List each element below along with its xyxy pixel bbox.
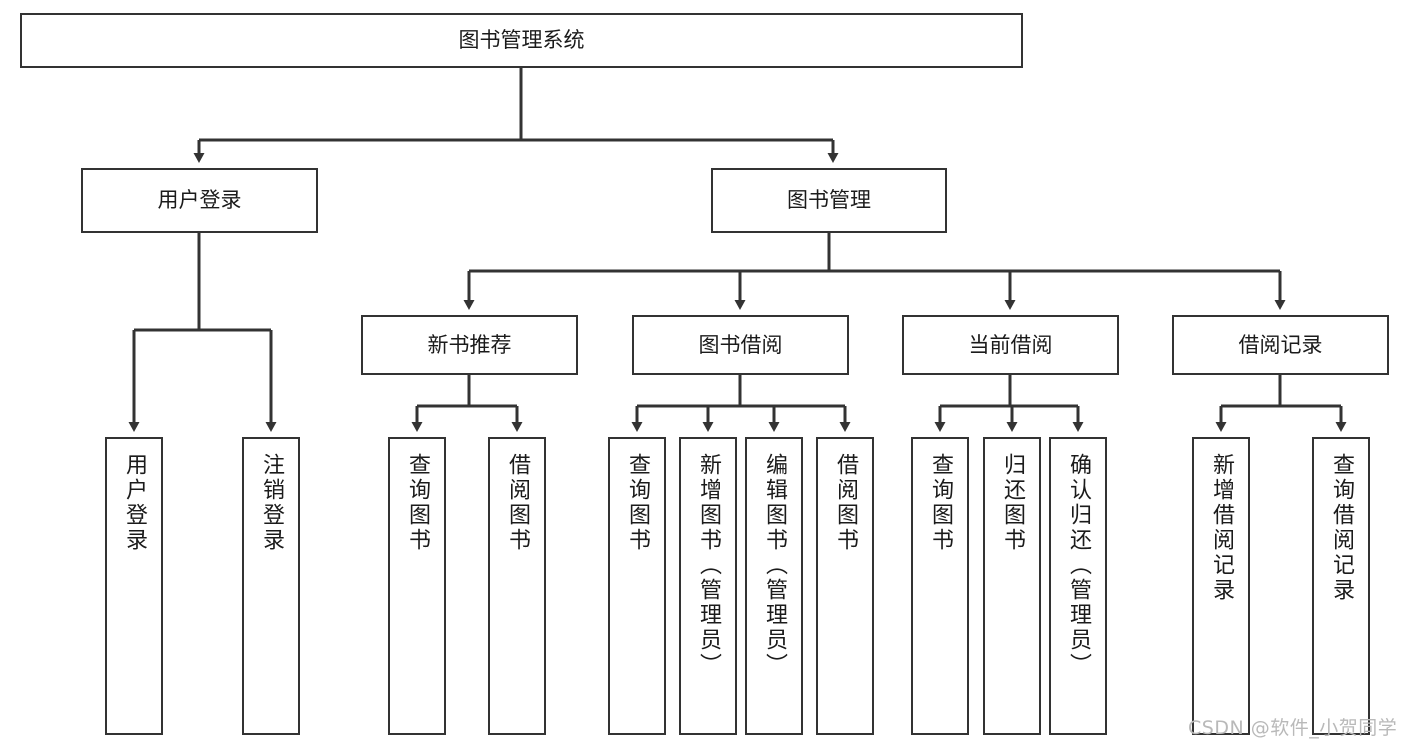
- node-leaf-user-login-label: 用户登录: [122, 453, 147, 553]
- node-leaf-user-login[interactable]: 用户登录: [105, 437, 163, 735]
- node-leaf-query-book-2[interactable]: 查询图书: [608, 437, 666, 735]
- node-leaf-logout-label: 注销登录: [259, 453, 284, 553]
- node-leaf-edit-book-label: 编辑图书（管理员）: [762, 453, 787, 678]
- node-leaf-borrow-book-2-label: 借阅图书: [833, 453, 858, 553]
- node-book-manage-label: 图书管理: [787, 188, 871, 213]
- node-user-login-label: 用户登录: [157, 188, 242, 213]
- node-leaf-borrow-book-2[interactable]: 借阅图书: [816, 437, 874, 735]
- node-borrow-record[interactable]: 借阅记录: [1172, 315, 1389, 375]
- node-leaf-confirm-return-label: 确认归还（管理员）: [1066, 453, 1091, 678]
- node-leaf-query-book-2-label: 查询图书: [625, 453, 650, 553]
- node-leaf-return-book-label: 归还图书: [1000, 453, 1025, 553]
- node-borrow-record-label: 借阅记录: [1238, 332, 1323, 357]
- node-leaf-return-book[interactable]: 归还图书: [983, 437, 1041, 735]
- node-leaf-add-book[interactable]: 新增图书（管理员）: [679, 437, 737, 735]
- node-leaf-confirm-return[interactable]: 确认归还（管理员）: [1049, 437, 1107, 735]
- node-root[interactable]: 图书管理系统: [20, 13, 1023, 68]
- node-leaf-query-book-1[interactable]: 查询图书: [388, 437, 446, 735]
- node-current-borrow-label: 当前借阅: [968, 332, 1053, 357]
- csdn-watermark: CSDN @软件_小贺同学: [1188, 717, 1398, 739]
- node-leaf-borrow-book-1-label: 借阅图书: [505, 453, 530, 553]
- node-user-login[interactable]: 用户登录: [81, 168, 318, 233]
- node-book-borrow-label: 图书借阅: [698, 332, 783, 357]
- node-leaf-query-record[interactable]: 查询借阅记录: [1312, 437, 1370, 735]
- node-root-label: 图书管理系统: [458, 28, 585, 53]
- node-leaf-query-record-label: 查询借阅记录: [1329, 453, 1354, 603]
- node-leaf-add-book-label: 新增图书（管理员）: [696, 453, 721, 678]
- node-book-manage[interactable]: 图书管理: [711, 168, 947, 233]
- node-current-borrow[interactable]: 当前借阅: [902, 315, 1119, 375]
- node-new-book-rec-label: 新书推荐: [427, 332, 512, 357]
- node-leaf-edit-book[interactable]: 编辑图书（管理员）: [745, 437, 803, 735]
- node-leaf-query-book-3[interactable]: 查询图书: [911, 437, 969, 735]
- node-leaf-borrow-book-1[interactable]: 借阅图书: [488, 437, 546, 735]
- node-leaf-add-record[interactable]: 新增借阅记录: [1192, 437, 1250, 735]
- node-leaf-add-record-label: 新增借阅记录: [1209, 453, 1234, 603]
- node-book-borrow[interactable]: 图书借阅: [632, 315, 849, 375]
- node-leaf-query-book-3-label: 查询图书: [928, 453, 953, 553]
- node-leaf-logout[interactable]: 注销登录: [242, 437, 300, 735]
- node-leaf-query-book-1-label: 查询图书: [405, 453, 430, 553]
- node-new-book-rec[interactable]: 新书推荐: [361, 315, 578, 375]
